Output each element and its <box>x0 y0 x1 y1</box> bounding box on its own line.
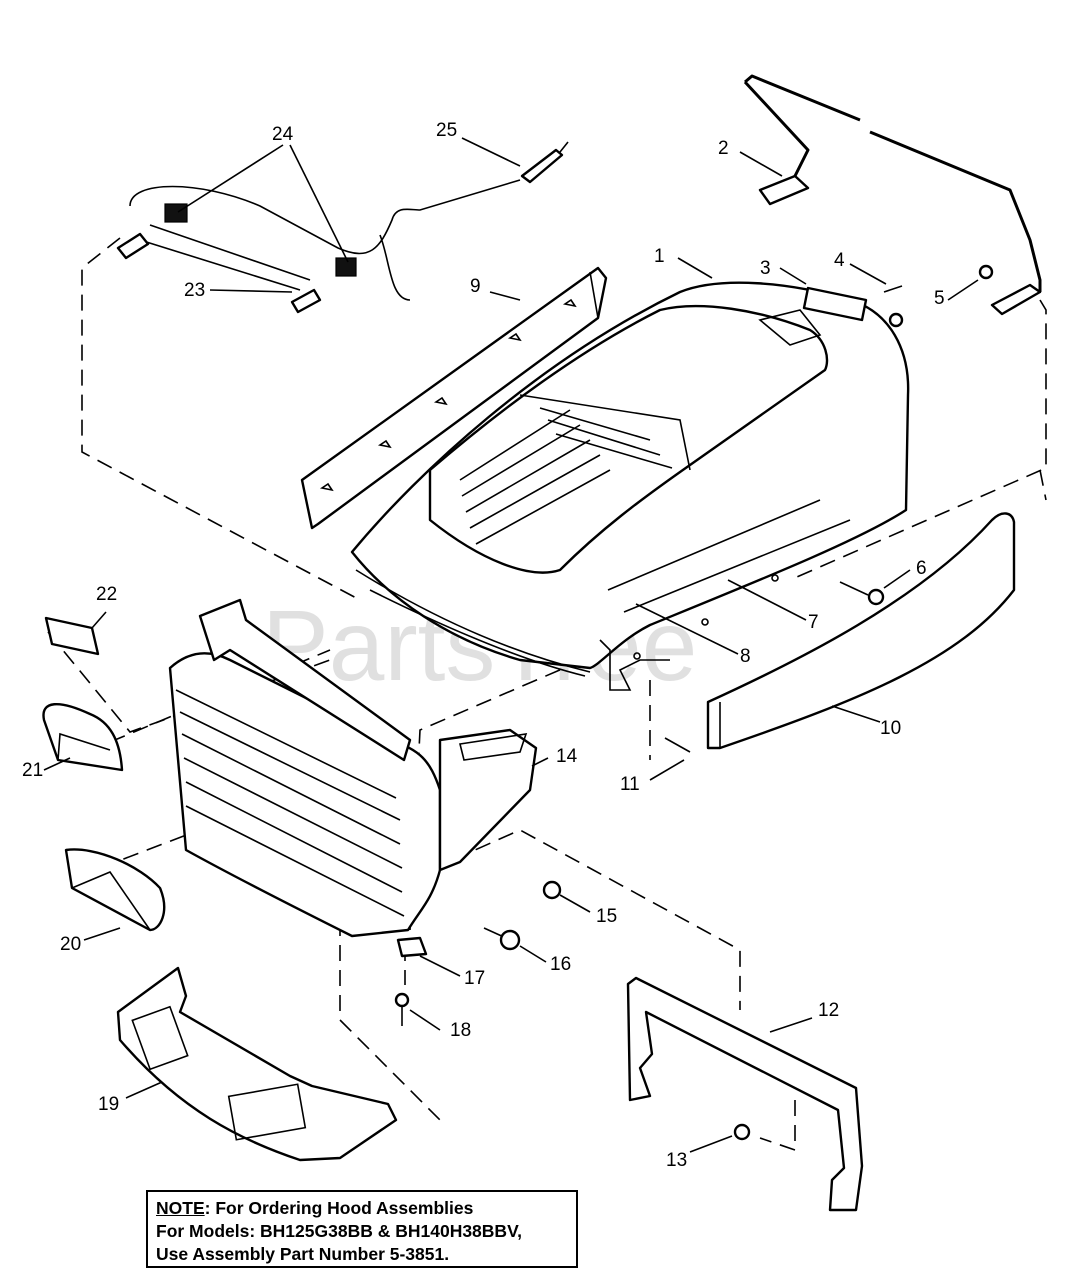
callout-20: 20 <box>60 934 81 955</box>
callout-19: 19 <box>98 1094 119 1115</box>
callout-10: 10 <box>880 718 901 739</box>
hood-part-1 <box>350 281 910 691</box>
hood-rod-part-2 <box>743 74 1042 316</box>
lens-part-22 <box>44 616 100 656</box>
side-rail-part-9 <box>300 266 608 530</box>
callout-18: 18 <box>450 1020 471 1041</box>
callout-5: 5 <box>934 288 945 309</box>
callout-2: 2 <box>718 138 729 159</box>
callout-22: 22 <box>96 584 117 605</box>
side-rail-part-10 <box>706 512 1016 750</box>
callout-7: 7 <box>808 612 819 633</box>
ordering-note: NOTE: For Ordering Hood Assemblies For M… <box>146 1190 578 1268</box>
callout-9: 9 <box>470 276 481 297</box>
support-bracket-part-12 <box>626 976 864 1212</box>
callout-leaders <box>43 137 979 1153</box>
callout-11: 11 <box>620 774 640 795</box>
callout-13: 13 <box>666 1150 687 1171</box>
headlight-part-21 <box>42 702 124 772</box>
screw-part-18 <box>394 992 410 1026</box>
callout-1: 1 <box>654 246 665 267</box>
callout-12: 12 <box>818 1000 839 1021</box>
callout-4: 4 <box>834 250 845 271</box>
note-line-2: For Models: BH125G38BB & BH140H38BBV, <box>156 1221 522 1241</box>
bracket-part-3 <box>802 286 868 322</box>
wiring-parts-23-24-25 <box>116 141 569 314</box>
screw-part-6 <box>839 581 885 606</box>
callout-15: 15 <box>596 906 617 927</box>
front-panel-part-19 <box>116 966 398 1162</box>
callout-17: 17 <box>464 968 485 989</box>
callout-16: 16 <box>550 954 571 975</box>
callout-14: 14 <box>556 746 578 767</box>
callout-21: 21 <box>22 760 43 781</box>
screw-part-4 <box>883 285 903 293</box>
note-label: NOTE <box>156 1198 205 1218</box>
screw-part-15 <box>542 880 562 900</box>
nut-part-5b <box>978 264 994 280</box>
callout-24: 24 <box>272 124 294 145</box>
callout-8: 8 <box>740 646 751 667</box>
note-line-3: Use Assembly Part Number 5-3851. <box>156 1244 450 1264</box>
callout-23: 23 <box>184 280 205 301</box>
nut-part-5 <box>888 312 904 328</box>
callout-25: 25 <box>436 120 457 141</box>
bolt-part-16 <box>483 927 521 951</box>
callout-numbers: 1 2 3 4 5 6 7 8 9 10 11 12 13 14 15 16 1… <box>22 120 945 1171</box>
note-line-1: NOTE: For Ordering Hood Assemblies <box>156 1198 474 1218</box>
headlight-part-20 <box>64 848 166 932</box>
grille-housing-part-14 <box>168 598 538 938</box>
washer-part-13 <box>733 1123 751 1141</box>
screw-part-11 <box>664 737 691 753</box>
clip-part-17 <box>396 936 428 958</box>
callout-6: 6 <box>916 558 927 579</box>
callout-3: 3 <box>760 258 771 279</box>
